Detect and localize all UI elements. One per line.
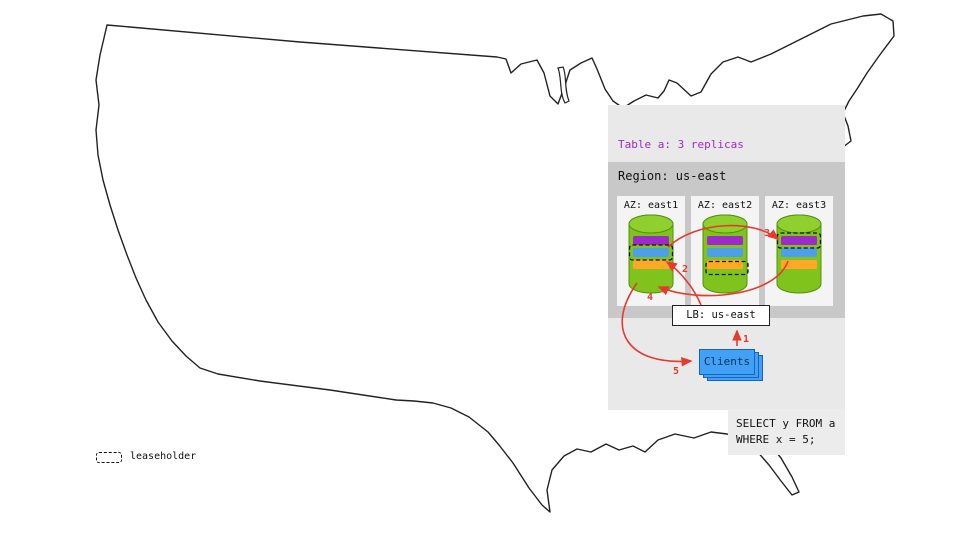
az-east2-label: AZ: east2: [697, 200, 753, 211]
sql-query-box: SELECT y FROM a WHERE x = 5;: [728, 409, 845, 455]
sql-query-line1: SELECT y FROM a: [736, 417, 836, 430]
database-cylinder-east2: [702, 214, 749, 294]
region-label: Region: us-east: [618, 169, 727, 183]
sql-query-line2: WHERE x = 5;: [736, 433, 816, 446]
replica-bar-index-a: [707, 248, 743, 257]
az-box-east2: AZ: east2: [691, 196, 759, 306]
leaseholder-key-label: leaseholder: [130, 451, 197, 462]
replica-bar-index-a: [781, 248, 817, 257]
database-cylinder-east1: [628, 214, 674, 294]
replica-bar-table-b: [633, 260, 669, 269]
cylinder-top: [628, 214, 674, 234]
replica-bar-table-a: [707, 236, 743, 245]
cylinder-top: [702, 214, 748, 234]
replica-bar-index-a: [633, 248, 669, 257]
leaseholder-outline-index-a: [628, 244, 674, 261]
replica-bar-table-a: [633, 236, 669, 245]
leaseholder-key-swatch: [96, 452, 122, 463]
cylinder-top: [776, 214, 822, 234]
replica-bar-table-b: [781, 260, 817, 269]
az-east1-label: AZ: east1: [623, 200, 679, 211]
lake-michigan-outline: [557, 66, 570, 104]
database-cylinder-east3: [776, 214, 822, 294]
replica-bar-table-a: [781, 236, 817, 245]
az-box-east3: AZ: east3: [765, 196, 833, 306]
load-balancer-box: LB: us-east: [672, 305, 770, 326]
clients-box: Clients: [699, 349, 755, 375]
az-box-east1: AZ: east1: [617, 196, 685, 306]
legend-table-a: Table a: 3 replicas: [618, 138, 744, 151]
az-east3-label: AZ: east3: [771, 200, 827, 211]
